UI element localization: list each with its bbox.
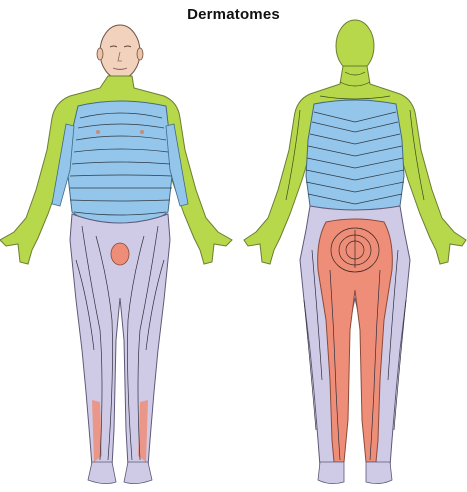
anterior-foot-right xyxy=(124,462,152,484)
posterior-foot-right xyxy=(366,462,392,484)
anterior-head xyxy=(97,25,143,79)
posterior-body xyxy=(244,20,466,484)
anterior-thoracic-region xyxy=(68,101,172,228)
anterior-sacral-genital xyxy=(111,243,129,265)
anterior-body xyxy=(0,25,232,484)
posterior-foot-left xyxy=(318,462,344,484)
anterior-foot-left xyxy=(88,462,116,484)
posterior-head xyxy=(336,20,374,72)
